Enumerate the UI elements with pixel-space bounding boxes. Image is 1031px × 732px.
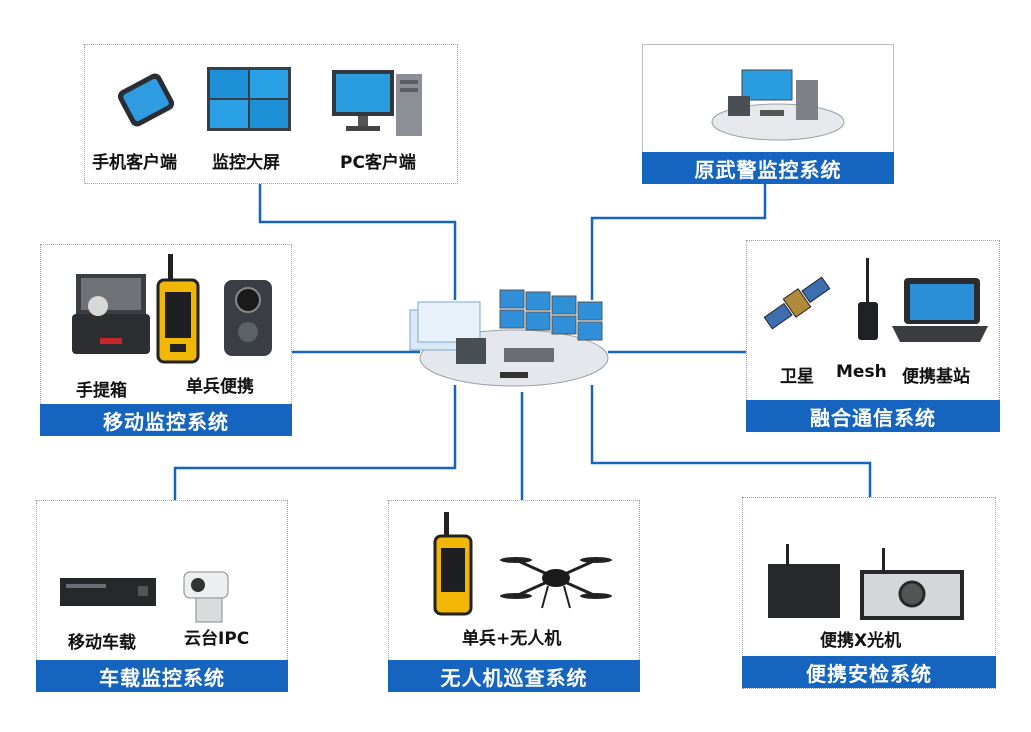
label-mobile-vehicle: 移动车载: [68, 633, 136, 653]
line-top-right: [590, 184, 767, 300]
handheld-terminal-icon: [433, 512, 473, 616]
ptz-camera-icon: [183, 571, 229, 623]
dvr-icon: [60, 578, 156, 606]
handheld-terminal-icon: [156, 254, 200, 364]
label-portable-xray: 便携X光机: [820, 631, 902, 651]
label-handheld: 单兵便携: [186, 377, 254, 397]
banner-converged-comms: 融合通信系统: [746, 400, 1000, 432]
line-top-left: [258, 182, 457, 300]
command-center-icon: [409, 289, 609, 387]
drone-icon: [500, 557, 612, 609]
label-mesh: Mesh: [836, 362, 887, 382]
label-video-wall: 监控大屏: [212, 153, 280, 173]
phone-icon: [117, 73, 175, 127]
label-phone-client: 手机客户端: [92, 153, 177, 173]
suitcase-icon: [72, 274, 150, 354]
pc-icon: [332, 70, 422, 136]
workstation-icon: [711, 69, 845, 141]
banner-mobile-monitoring: 移动监控系统: [40, 404, 292, 436]
banner-drone-patrol: 无人机巡查系统: [388, 660, 640, 692]
video-wall-icon: [207, 67, 291, 131]
label-ptz-ipc: 云台IPC: [184, 629, 250, 649]
body-camera-icon: [224, 280, 272, 356]
banner-vehicle-monitoring: 车载监控系统: [36, 660, 288, 692]
rugged-laptop-icon: [892, 278, 988, 342]
label-suitcase: 手提箱: [76, 381, 127, 401]
line-bottom-left: [173, 385, 457, 500]
mesh-radio-icon: [858, 258, 878, 340]
banner-original-system: 原武警监控系统: [642, 152, 894, 184]
line-bottom-right: [590, 385, 872, 497]
label-pc-client: PC客户端: [340, 153, 416, 173]
label-satellite: 卫星: [780, 367, 814, 387]
satellite-icon: [763, 276, 831, 330]
label-portable-base-station: 便携基站: [902, 367, 970, 387]
banner-portable-security: 便携安检系统: [742, 656, 996, 688]
xray-scanner-icon: [768, 544, 964, 620]
label-handheld-drone: 单兵+无人机: [462, 629, 562, 649]
